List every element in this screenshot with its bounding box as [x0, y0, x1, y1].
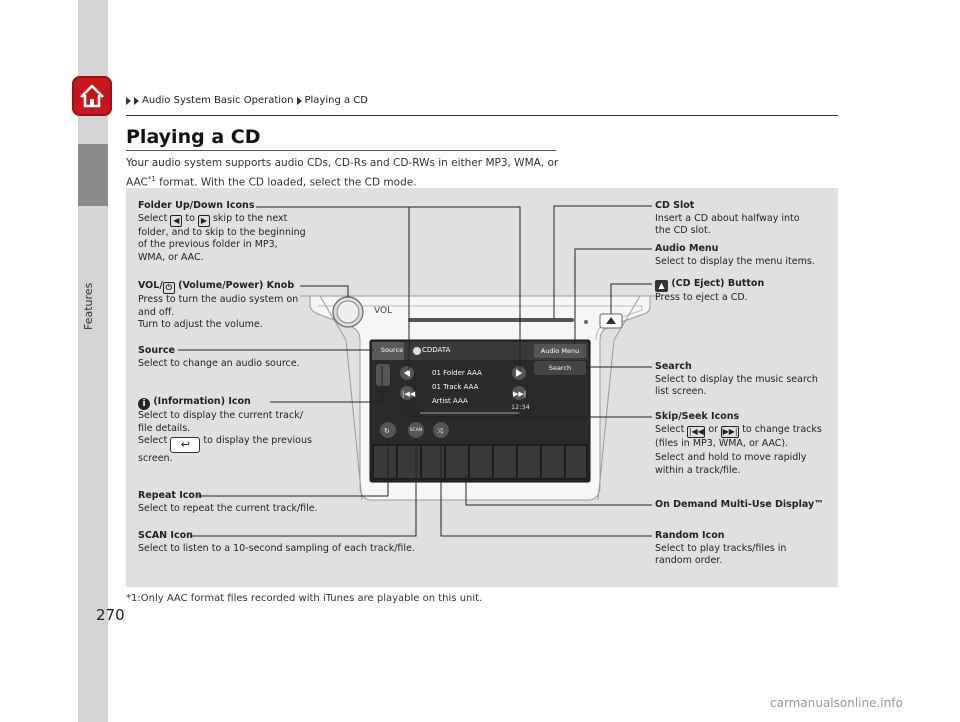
callout-vol-knob: VOL/⏻ (Volume/Power) Knob Press to turn … — [138, 280, 328, 332]
diagram-panel: VOL |◀◀ ▶▶| ↻ ⤨ — [126, 188, 838, 587]
callout-cd-slot: CD Slot Insert a CD about halfway into t… — [655, 200, 835, 238]
side-section-bar — [78, 0, 108, 722]
callout-eject-line1: Press to eject a CD. — [655, 292, 748, 303]
callout-folder-updown-line2: folder, and to skip to the beginning — [138, 226, 306, 238]
home-button[interactable] — [72, 76, 112, 116]
eject-icon: ▲ — [655, 280, 668, 292]
footnote-ref[interactable]: *1 — [147, 175, 156, 183]
intro-line-1: Your audio system supports audio CDs, CD… — [126, 157, 559, 169]
back-icon: ↩ — [170, 437, 201, 453]
callout-cd-slot-title: CD Slot — [655, 200, 695, 211]
callout-search-title: Search — [655, 361, 692, 372]
callout-vol-knob-line3: Turn to adjust the volume. — [138, 319, 263, 330]
skip-back-icon: |◀◀ — [687, 425, 706, 438]
screen-audio-menu-button[interactable]: Audio Menu — [540, 347, 580, 355]
svg-text:|◀◀: |◀◀ — [402, 390, 416, 398]
folder-down-icon: ◀ — [170, 214, 183, 227]
intro-line-2-pre: AAC — [126, 176, 148, 189]
callout-scan-title: SCAN Icon — [138, 530, 193, 541]
screen-scan-icon[interactable]: SCAN — [409, 428, 423, 433]
info-icon: i — [138, 398, 150, 410]
callout-folder-updown-line3: of the previous folder in MP3, — [138, 239, 278, 250]
intro-line-2-post: format. With the CD loaded, select the C… — [155, 176, 417, 189]
breadcrumb: Audio System Basic Operation Playing a C… — [126, 95, 368, 106]
callout-on-demand: On Demand Multi-Use Display™ — [655, 499, 837, 512]
callout-random-line2: random order. — [655, 555, 723, 566]
callout-info-line2: file details. — [138, 422, 191, 434]
callout-repeat: Repeat Icon Select to repeat the current… — [138, 490, 368, 515]
callout-info-line4: screen. — [138, 453, 173, 464]
callout-info-title: i (Information) Icon — [138, 396, 328, 410]
callout-audio-menu: Audio Menu Select to display the menu it… — [655, 243, 835, 268]
callout-random: Random Icon Select to play tracks/files … — [655, 530, 835, 568]
header-divider — [126, 115, 838, 116]
callout-audio-menu-title: Audio Menu — [655, 243, 719, 254]
screen-disc-label: CDDATA — [422, 346, 451, 354]
intro-paragraph: Your audio system supports audio CDs, CD… — [126, 155, 566, 191]
svg-text:VOL: VOL — [374, 306, 392, 316]
callout-skip-seek-line1: Select |◀◀ or ▶▶| to change tracks — [655, 423, 822, 438]
breadcrumb-arrow-icon — [126, 96, 131, 105]
home-icon — [80, 84, 104, 108]
callout-source-title: Source — [138, 345, 175, 356]
callout-source-line1: Select to change an audio source. — [138, 357, 300, 369]
callout-search-line2: list screen. — [655, 386, 707, 397]
callout-random-line1: Select to play tracks/files in — [655, 542, 787, 554]
screen-search-button[interactable]: Search — [548, 364, 572, 372]
page-number: 270 — [96, 606, 125, 624]
power-icon: ⏻ — [162, 282, 175, 294]
callout-source: Source Select to change an audio source. — [138, 345, 328, 370]
callout-folder-updown-line4: WMA, or AAC. — [138, 251, 204, 263]
page-title: Playing a CD — [126, 126, 261, 148]
folder-up-icon: ▶ — [197, 214, 210, 227]
callout-scan: SCAN Icon Select to listen to a 10-secon… — [138, 530, 458, 555]
callout-folder-updown-title: Folder Up/Down Icons — [138, 200, 255, 211]
callout-info-line3: Select ↩ to display the previous — [138, 435, 312, 453]
callout-repeat-title: Repeat Icon — [138, 490, 202, 501]
side-section-label: Features — [82, 282, 95, 330]
breadcrumb-current: Playing a CD — [304, 95, 369, 106]
callout-skip-seek-line3: Select and hold to move rapidly — [655, 452, 807, 463]
breadcrumb-arrow-icon — [134, 96, 139, 105]
callout-eject: ▲ (CD Eject) Button Press to eject a CD. — [655, 278, 835, 305]
callout-eject-title: ▲ (CD Eject) Button — [655, 278, 835, 292]
callout-vol-knob-line1: Press to turn the audio system on — [138, 294, 299, 305]
callout-audio-menu-line1: Select to display the menu items. — [655, 255, 815, 267]
callout-scan-line1: Select to listen to a 10-second sampling… — [138, 542, 415, 554]
callout-folder-updown-line1: Select ◀ to ▶ skip to the next — [138, 212, 288, 227]
svg-text:↻: ↻ — [384, 427, 390, 435]
screen-folder-name: 01 Folder AAA — [432, 369, 482, 377]
callout-skip-seek-line4: within a track/file. — [655, 464, 741, 476]
callout-repeat-line1: Select to repeat the current track/file. — [138, 502, 318, 514]
footnote: *1:Only AAC format files recorded with i… — [126, 593, 483, 604]
screen-track-name: 01 Track AAA — [432, 383, 479, 391]
callout-random-title: Random Icon — [655, 530, 725, 541]
callout-info: i (Information) Icon Select to display t… — [138, 396, 328, 466]
callout-vol-knob-title: VOL/⏻ (Volume/Power) Knob — [138, 280, 295, 294]
screen-source-button[interactable]: Source — [380, 346, 404, 354]
svg-text:▶▶|: ▶▶| — [513, 390, 526, 398]
callout-info-line1: Select to display the current track/ — [138, 410, 303, 421]
callout-cd-slot-line1: Insert a CD about halfway into — [655, 212, 800, 224]
callout-search: Search Select to display the music searc… — [655, 361, 835, 399]
svg-text:⤨: ⤨ — [437, 427, 443, 435]
callout-search-line1: Select to display the music search — [655, 373, 818, 385]
title-divider — [126, 150, 556, 151]
callout-skip-seek-title: Skip/Seek Icons — [655, 411, 740, 422]
callout-folder-updown: Folder Up/Down Icons Select ◀ to ▶ skip … — [138, 200, 328, 264]
audio-unit-illustration: VOL |◀◀ ▶▶| ↻ ⤨ — [178, 205, 660, 537]
callout-on-demand-title: On Demand Multi-Use Display™ — [655, 499, 824, 510]
skip-forward-icon: ▶▶| — [721, 425, 740, 438]
watermark: carmanualsonline.info — [770, 696, 903, 710]
callout-cd-slot-line2: the CD slot. — [655, 225, 711, 236]
screen-artist-name: Artist AAA — [432, 397, 468, 405]
callout-vol-knob-line2: and off. — [138, 306, 175, 318]
breadcrumb-link-audio-basic[interactable]: Audio System Basic Operation — [142, 95, 294, 106]
callout-skip-seek: Skip/Seek Icons Select |◀◀ or ▶▶| to cha… — [655, 411, 837, 477]
breadcrumb-arrow-icon — [296, 96, 302, 105]
callout-skip-seek-line2: (files in MP3, WMA, or AAC). — [655, 437, 789, 449]
side-section-marker — [78, 144, 108, 206]
screen-elapsed-time: 12:34 — [511, 403, 530, 411]
